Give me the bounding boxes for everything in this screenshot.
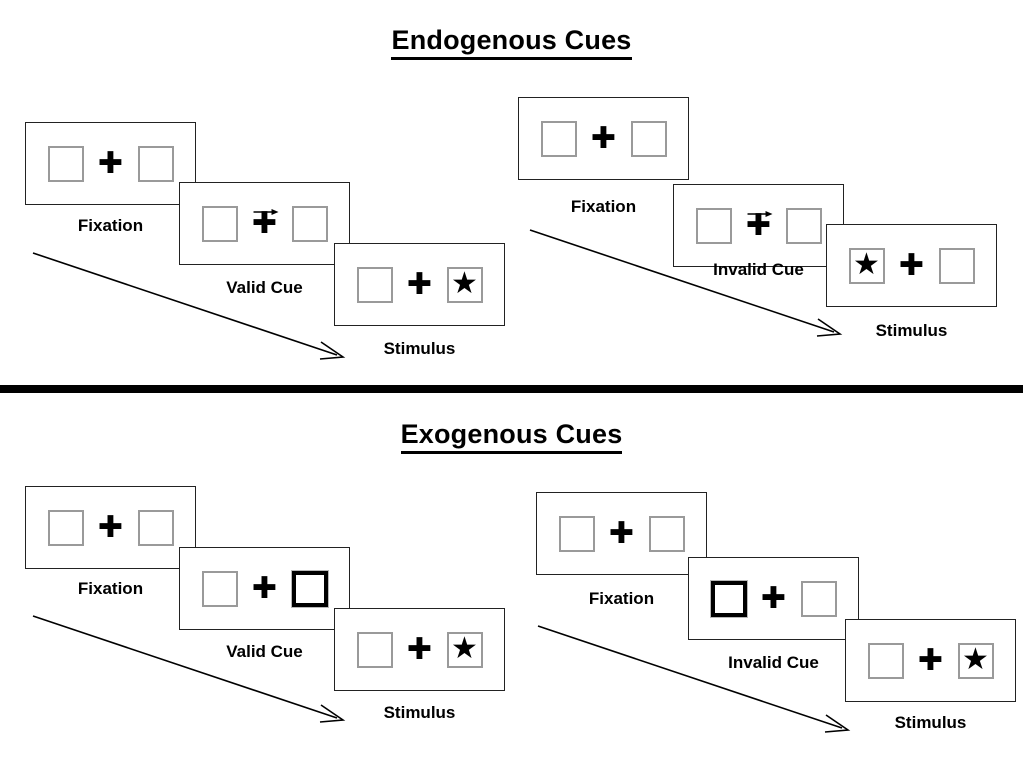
arrow-right-cue-icon (747, 210, 773, 217)
panel-endogenous-valid-stimulus: ✚ ★ (334, 243, 505, 326)
arrow-right-cue-icon (253, 208, 279, 215)
panel-label-endogenous-invalid-fixation: Fixation (570, 197, 637, 216)
stimulus-box-right (785, 207, 822, 244)
fixation-cross-wrap: ✚ (747, 580, 801, 616)
panel-endogenous-invalid-stimulus: ★ ✚ (826, 224, 997, 307)
stimulus-box-left: ★ (848, 247, 885, 284)
panel-label-exogenous-valid-cue: Valid Cue (226, 642, 303, 661)
stimulus-box-right: ★ (957, 642, 994, 679)
stimulus-box-right: ★ (446, 266, 483, 303)
fixation-cross-wrap: ✚ (904, 642, 958, 678)
fixation-cross-icon: ✚ (590, 120, 617, 156)
stimulus-box-left (695, 207, 732, 244)
stimulus-box-left (867, 642, 904, 679)
panel-endogenous-invalid-cue: ✚ (673, 184, 844, 267)
panel-label-exogenous-valid-fixation: Fixation (77, 579, 144, 598)
star-target-icon: ★ (451, 631, 478, 665)
stimulus-box-right (938, 247, 975, 284)
stimulus-box-left (540, 120, 577, 157)
panel-label-endogenous-valid-cue: Valid Cue (226, 278, 303, 297)
stimulus-box-left (47, 509, 84, 546)
stimulus-box-left (558, 515, 595, 552)
stimulus-box-right (800, 580, 837, 617)
fixation-cross-icon: ✚ (406, 266, 433, 302)
panel-label-exogenous-invalid-fixation: Fixation (588, 589, 655, 608)
panel-exogenous-invalid-cue: ✚ (688, 557, 859, 640)
stimulus-box-right (137, 509, 174, 546)
fixation-cross-wrap: ✚ (238, 208, 292, 239)
panel-label-exogenous-invalid-cue: Invalid Cue (728, 653, 819, 672)
fixation-cross-wrap: ✚ (393, 266, 447, 302)
panel-exogenous-valid-fixation: ✚ (25, 486, 196, 569)
panel-label-endogenous-invalid-cue: Invalid Cue (713, 260, 804, 279)
fixation-cross-wrap: ✚ (885, 247, 939, 283)
stimulus-box-left (356, 631, 393, 668)
fixation-cross-icon: ✚ (406, 631, 433, 667)
panel-exogenous-valid-stimulus: ✚ ★ (334, 608, 505, 691)
panel-exogenous-valid-cue: ✚ (179, 547, 350, 630)
panel-label-exogenous-invalid-stimulus: Stimulus (894, 713, 967, 732)
panel-endogenous-invalid-fixation: ✚ (518, 97, 689, 180)
fixation-cross-wrap: ✚ (238, 570, 292, 606)
fixation-cross-icon: ✚ (917, 642, 944, 678)
section-title-exogenous-text: Exogenous Cues (400, 419, 623, 454)
panel-endogenous-valid-cue: ✚ (179, 182, 350, 265)
fixation-cross-icon: ✚ (97, 509, 124, 545)
time-arrow-exogenous-valid (32, 615, 346, 723)
fixation-cross-icon: ✚ (898, 247, 925, 283)
fixation-cross-wrap: ✚ (732, 210, 786, 241)
time-arrow-endogenous-invalid (529, 229, 843, 337)
fixation-cross-wrap: ✚ (577, 120, 631, 156)
section-title-endogenous-text: Endogenous Cues (391, 25, 632, 60)
stimulus-box-left (201, 205, 238, 242)
panel-exogenous-invalid-fixation: ✚ (536, 492, 707, 575)
panel-endogenous-valid-fixation: ✚ (25, 122, 196, 205)
panel-label-endogenous-invalid-stimulus: Stimulus (875, 321, 948, 340)
panel-label-endogenous-valid-fixation: Fixation (77, 216, 144, 235)
panel-label-exogenous-valid-stimulus: Stimulus (383, 703, 456, 722)
fixation-cross-icon: ✚ (97, 145, 124, 181)
stimulus-box-right (137, 145, 174, 182)
time-arrow-endogenous-valid (32, 252, 346, 360)
fixation-cross-wrap: ✚ (393, 631, 447, 667)
section-title-endogenous: Endogenous Cues (0, 25, 1023, 60)
star-target-icon: ★ (962, 642, 989, 676)
cue-box-left (709, 579, 748, 618)
section-divider (0, 385, 1023, 393)
section-title-exogenous: Exogenous Cues (0, 419, 1023, 454)
stimulus-box-right (291, 205, 328, 242)
stimulus-box-left (47, 145, 84, 182)
fixation-cross-icon: ✚ (251, 570, 278, 606)
fixation-cross-icon: ✚ (760, 580, 787, 616)
panel-exogenous-invalid-stimulus: ✚ ★ (845, 619, 1016, 702)
stimulus-box-right: ★ (446, 631, 483, 668)
fixation-cross-wrap: ✚ (84, 145, 138, 181)
star-target-icon: ★ (451, 266, 478, 300)
fixation-cross-icon: ✚ (608, 515, 635, 551)
fixation-cross-wrap: ✚ (595, 515, 649, 551)
stimulus-box-left (356, 266, 393, 303)
time-arrow-exogenous-invalid (537, 625, 851, 733)
cue-box-right (290, 569, 329, 608)
star-target-icon: ★ (853, 247, 880, 281)
stimulus-box-right (630, 120, 667, 157)
panel-label-endogenous-valid-stimulus: Stimulus (383, 339, 456, 358)
stimulus-box-right (648, 515, 685, 552)
fixation-cross-wrap: ✚ (84, 509, 138, 545)
stimulus-box-left (201, 570, 238, 607)
